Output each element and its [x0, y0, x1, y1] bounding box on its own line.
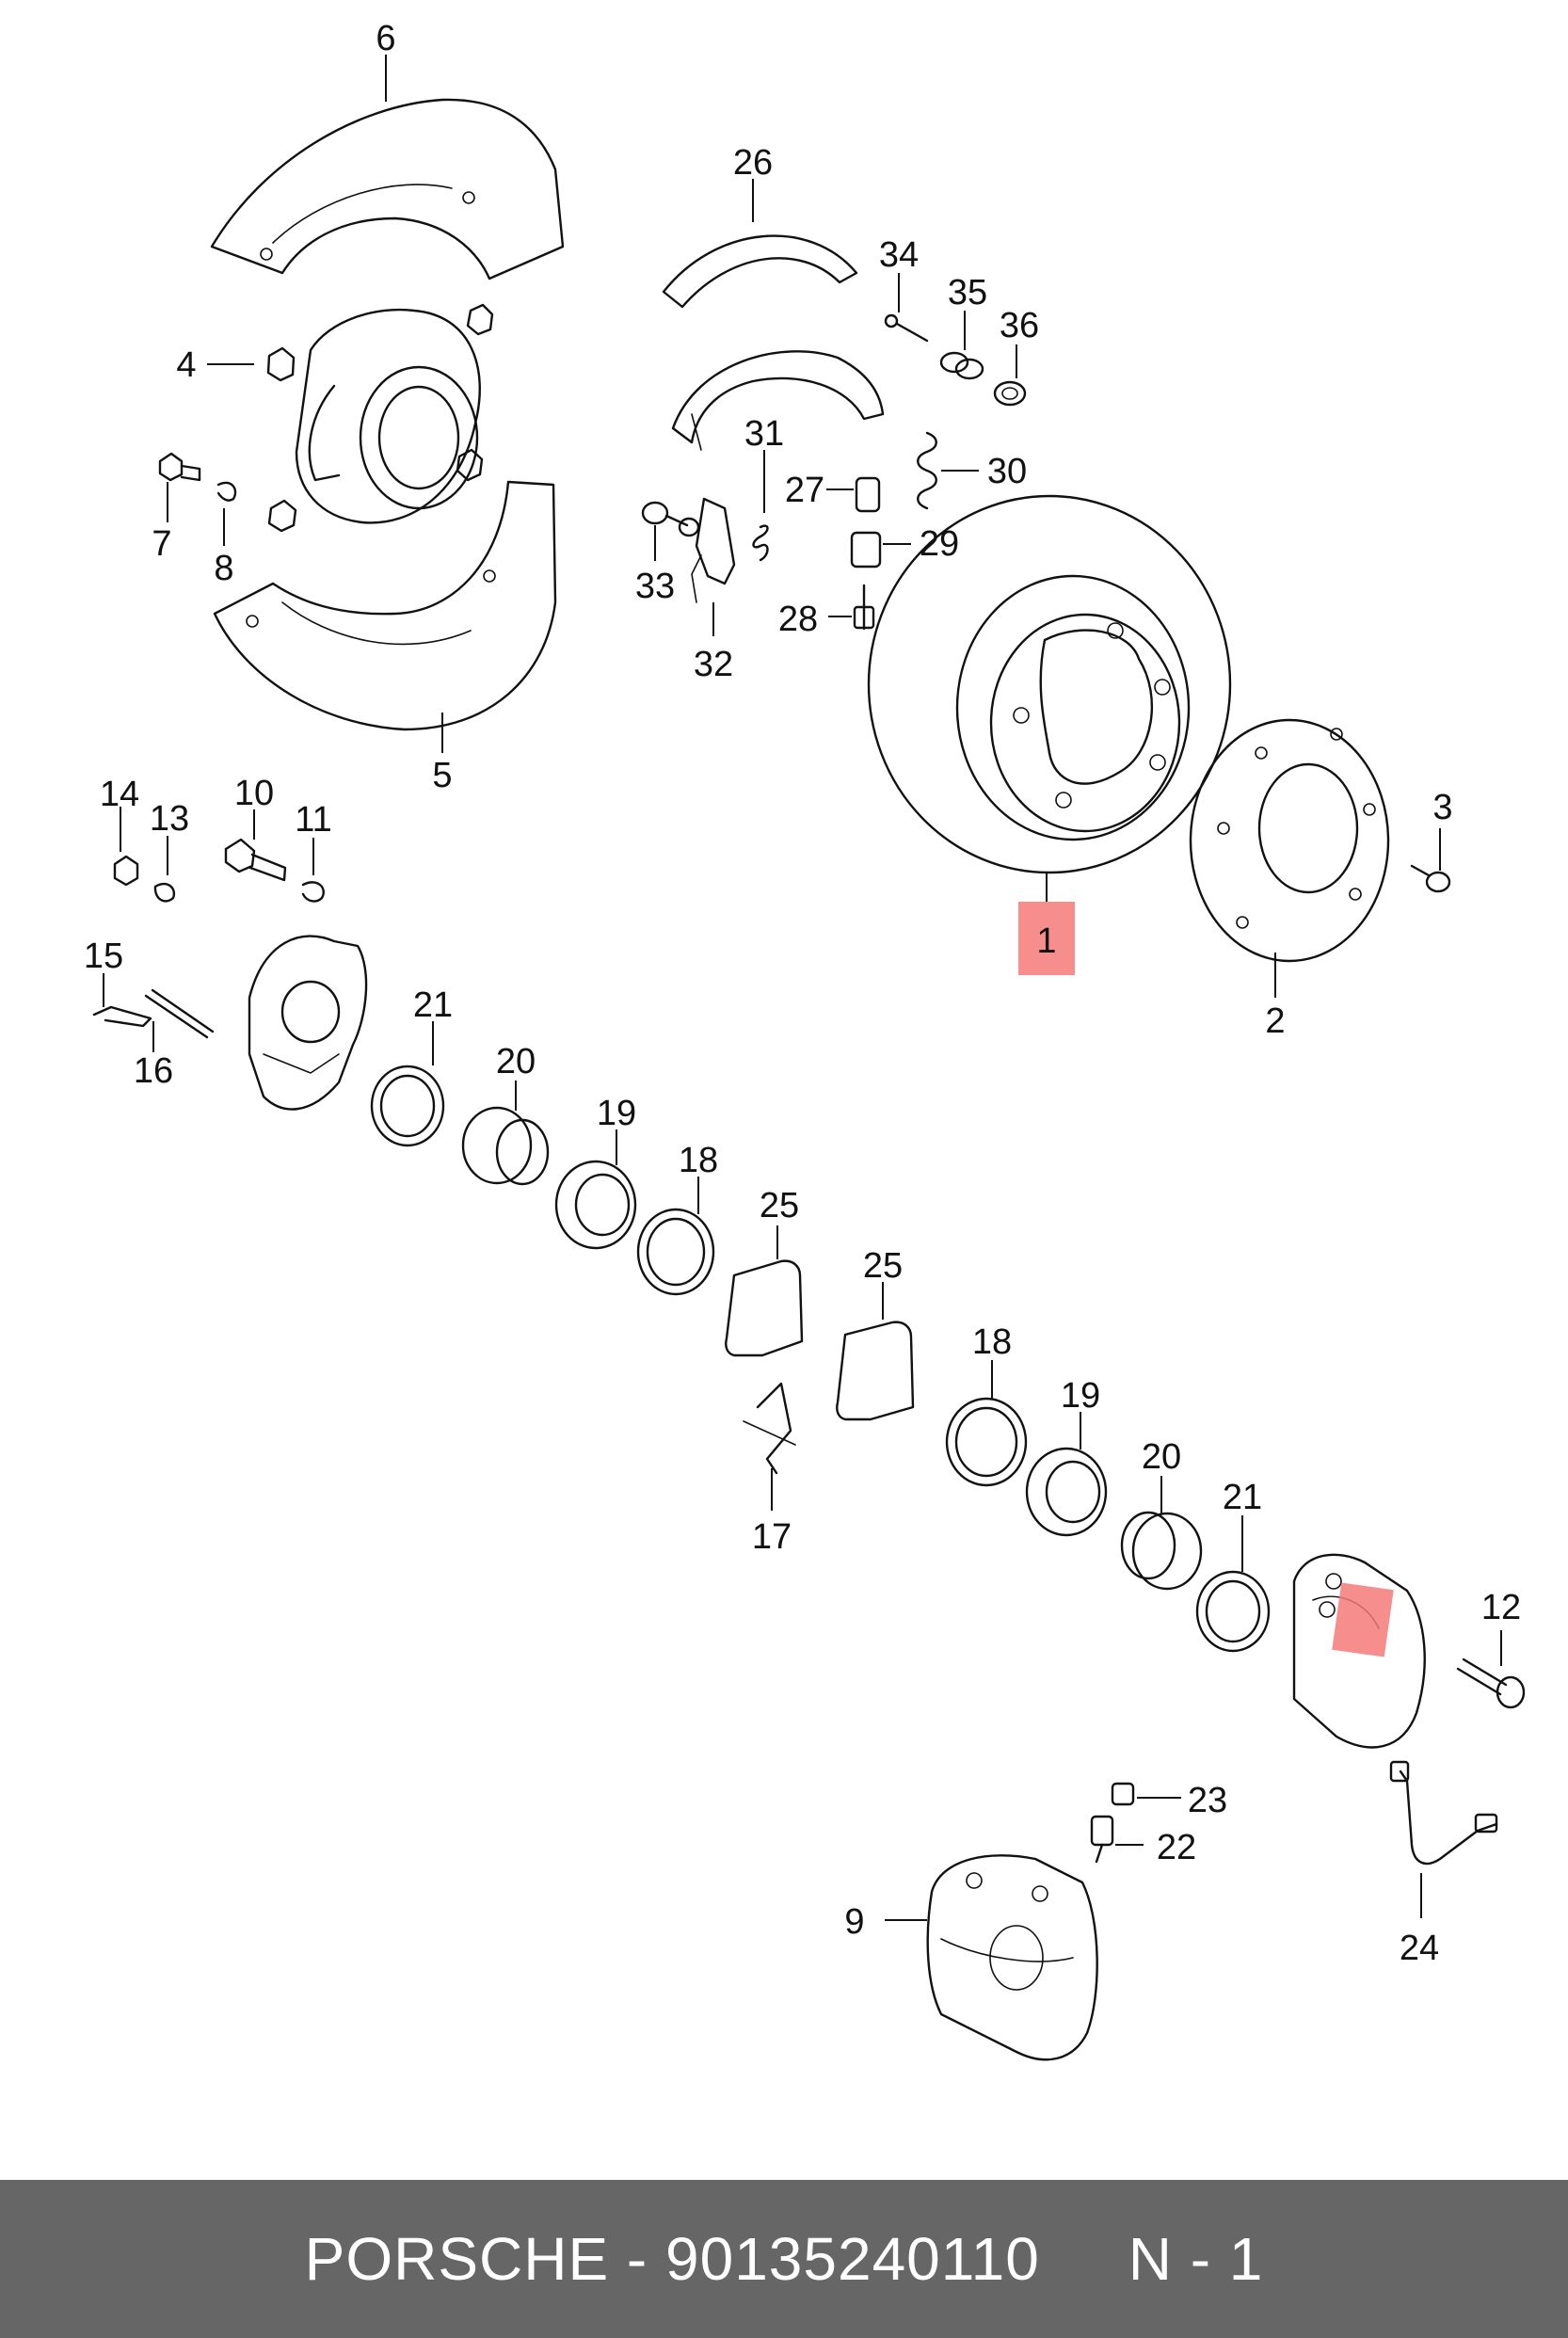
- footer-bar: PORSCHE - 90135240110 N - 1: [0, 2180, 1568, 2338]
- part-34-pin: [884, 273, 929, 343]
- part-35-cap: [939, 311, 984, 380]
- callout-20-right: 20: [1142, 1437, 1181, 1477]
- callout-29: 29: [920, 524, 959, 564]
- callout-21-right: 21: [1223, 1478, 1262, 1517]
- callout-33: 33: [635, 567, 675, 606]
- parts-diagram: 1 2 3 4 5 6 7 8 9 10 11 12 13 14 15 16 1…: [84, 19, 1526, 2061]
- callout-7: 7: [152, 524, 171, 564]
- part-16-pin: [144, 988, 215, 1052]
- part-shoe-assembly: [671, 350, 885, 451]
- part-10-bolt: [224, 809, 287, 882]
- callout-19-right: 19: [1061, 1376, 1100, 1416]
- part-23-cap: [1111, 1782, 1181, 1806]
- part-1-brake-disc: [867, 494, 1232, 975]
- part-25-pad-right: [836, 1282, 915, 1421]
- callout-10: 10: [234, 774, 274, 813]
- part-18-ring-right: [945, 1360, 1028, 1487]
- callout-28: 28: [778, 600, 818, 639]
- callout-24: 24: [1400, 1929, 1439, 1968]
- callout-26: 26: [733, 143, 773, 183]
- part-32-lever: [691, 497, 736, 636]
- part-21-ring-right: [1195, 1515, 1271, 1653]
- callout-4: 4: [176, 345, 196, 385]
- footer-part-number: PORSCHE - 90135240110 N - 1: [304, 2225, 1264, 2293]
- part-28-screw: [828, 584, 875, 631]
- part-7-bolt: [158, 452, 201, 522]
- part-36-washer: [993, 344, 1027, 407]
- part-19-seal-right: [1025, 1412, 1108, 1537]
- callout-25-left: 25: [760, 1186, 799, 1225]
- callout-16: 16: [134, 1051, 173, 1091]
- callout-5: 5: [432, 756, 452, 795]
- callout-2: 2: [1265, 1001, 1285, 1041]
- callout-19-left: 19: [597, 1094, 636, 1133]
- callout-35: 35: [948, 273, 987, 312]
- part-17-clip: [743, 1382, 796, 1511]
- part-31-spring: [752, 450, 769, 562]
- callout-21-left: 21: [413, 985, 453, 1025]
- part-22-bleeder: [1090, 1815, 1144, 1864]
- part-12-bolt: [1456, 1630, 1526, 1709]
- upper-caliper-half: [248, 935, 368, 1111]
- callout-9: 9: [844, 1902, 864, 1942]
- part-15-pin: [92, 973, 152, 1028]
- callout-30: 30: [987, 452, 1027, 491]
- part-20-piston-left: [461, 1081, 550, 1186]
- callout-3: 3: [1432, 788, 1452, 827]
- part-13-washer: [153, 836, 176, 903]
- part-27-adjuster: [826, 476, 881, 513]
- part-9-caliper: [885, 1854, 1098, 2061]
- callout-11: 11: [295, 800, 331, 840]
- callout-18-right: 18: [972, 1322, 1012, 1362]
- part-29-nut: [850, 531, 911, 568]
- part-8-washer: [216, 481, 237, 546]
- part-14-nut: [113, 807, 139, 887]
- callout-8: 8: [214, 549, 233, 588]
- part-4-carrier: [207, 303, 494, 533]
- callout-14: 14: [100, 775, 139, 814]
- callout-25-right: 25: [863, 1246, 903, 1286]
- callout-34: 34: [879, 235, 919, 275]
- right-caliper-half: [1292, 1553, 1426, 1749]
- callout-20-left: 20: [496, 1042, 536, 1081]
- part-33-pin: [641, 501, 700, 561]
- part-5-lower-shield: [213, 480, 557, 753]
- callout-22: 22: [1157, 1828, 1196, 1867]
- part-20-piston-right: [1120, 1476, 1203, 1591]
- callout-13: 13: [150, 799, 189, 839]
- part-6-upper-shield: [210, 55, 565, 280]
- part-26-shoe: [662, 179, 858, 309]
- callout-18-left: 18: [679, 1141, 718, 1180]
- part-19-seal-left: [554, 1129, 637, 1250]
- part-3-screw: [1410, 828, 1451, 893]
- part-11-washer: [301, 838, 325, 903]
- callout-17: 17: [752, 1517, 792, 1557]
- part-30-spring: [917, 431, 979, 510]
- part-25-pad-left: [725, 1225, 804, 1357]
- callout-1: 1: [1036, 921, 1056, 961]
- callout-31: 31: [744, 414, 784, 454]
- callout-27: 27: [785, 471, 824, 510]
- part-2-hub-ring: [1189, 718, 1390, 998]
- callout-23: 23: [1188, 1781, 1227, 1820]
- part-21-ring-left: [370, 1021, 445, 1147]
- part-18-ring-left: [636, 1177, 715, 1296]
- callout-numbers: 1 2 3 4 5 6 7 8 9 10 11 12 13 14 15 16 1…: [84, 19, 1521, 1968]
- callout-15: 15: [84, 937, 123, 976]
- part-24-brake-line: [1389, 1760, 1498, 1918]
- callout-6: 6: [376, 19, 395, 58]
- callout-32: 32: [694, 645, 733, 684]
- callout-12: 12: [1481, 1588, 1521, 1627]
- callout-36: 36: [1000, 306, 1039, 345]
